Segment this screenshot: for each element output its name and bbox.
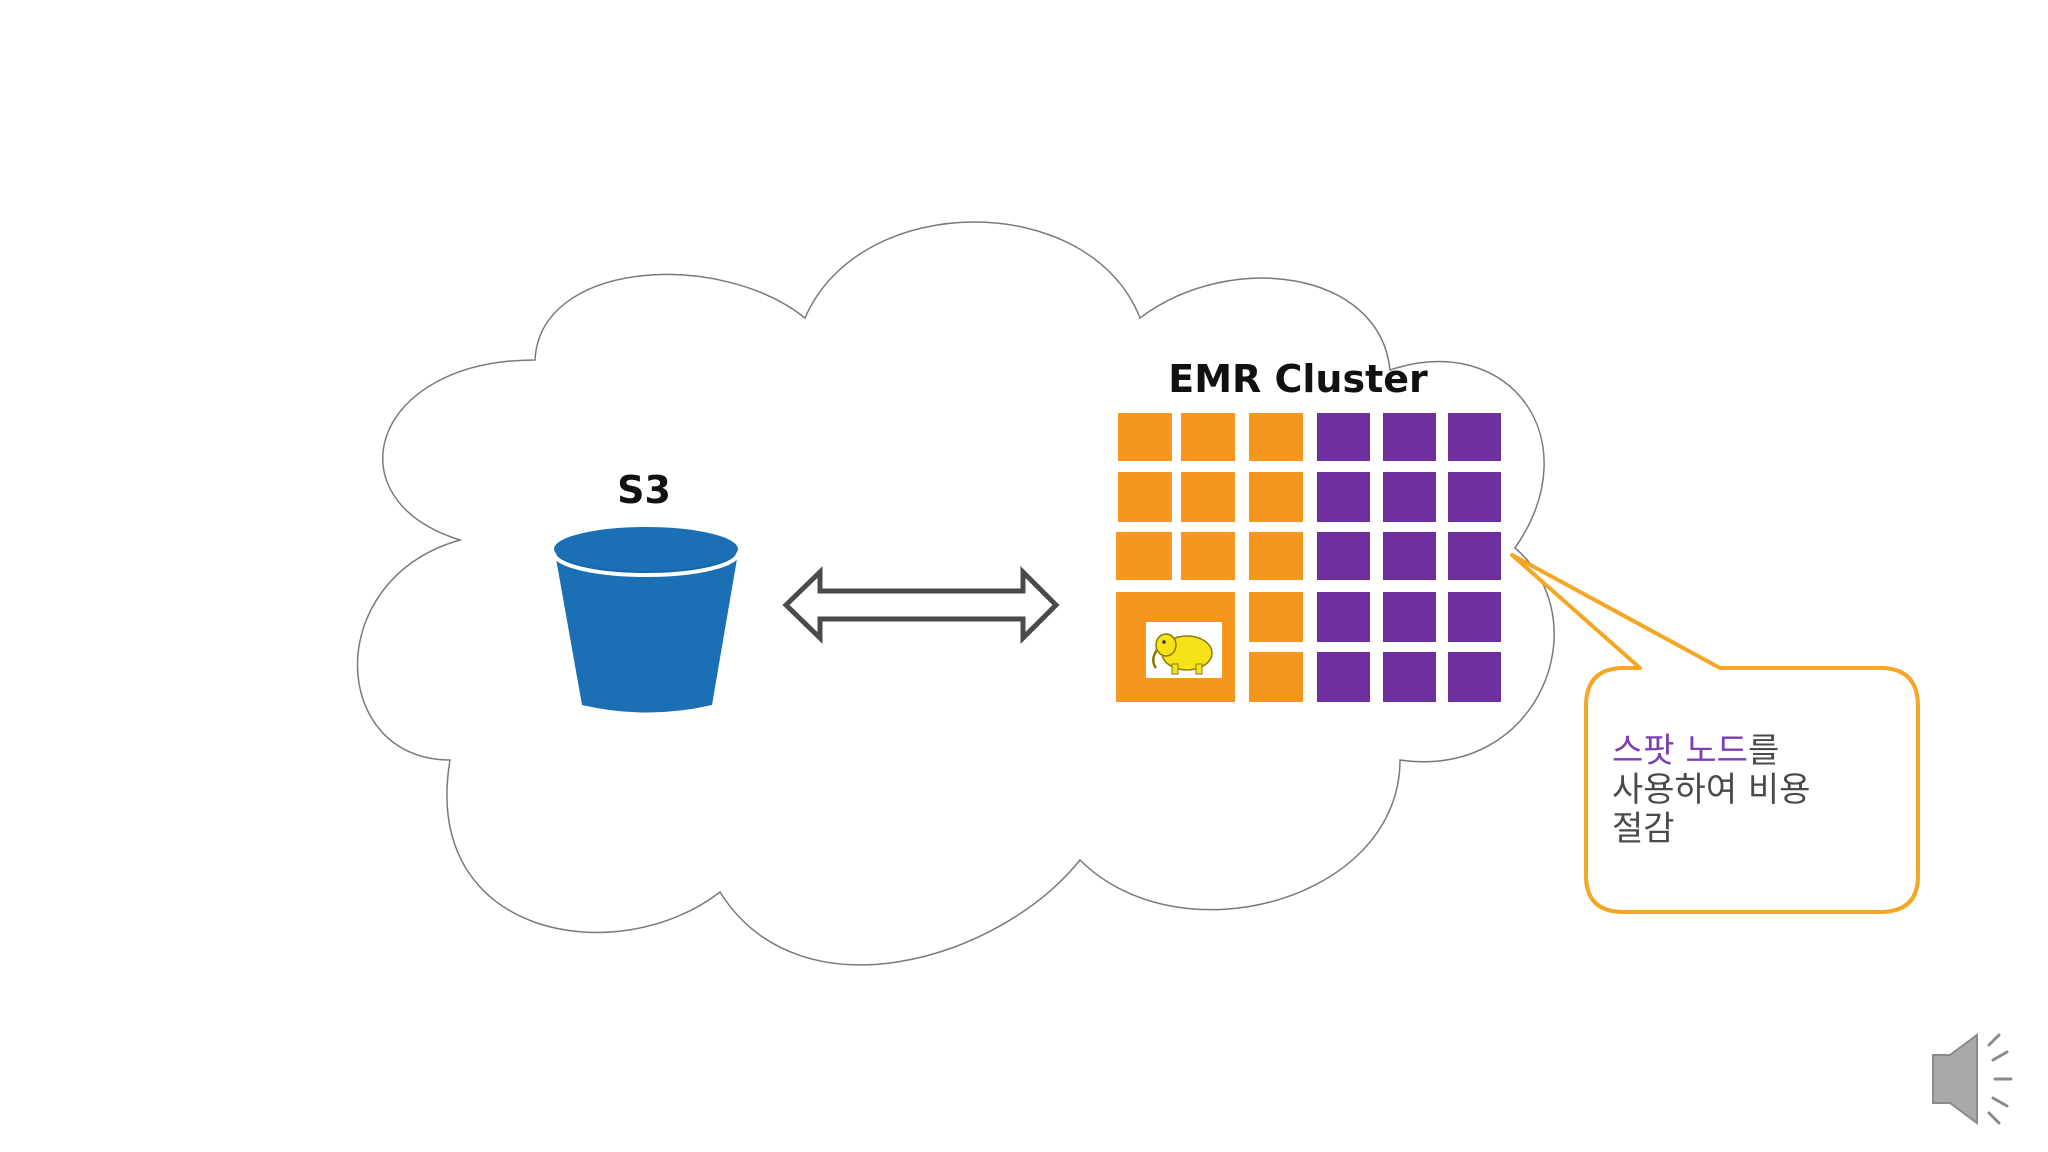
on-demand-node (1249, 472, 1303, 522)
spot-node (1383, 472, 1436, 522)
emr-cluster-grid (1116, 413, 1501, 702)
callout-accent-text: 스팟 노드 (1612, 731, 1748, 771)
spot-node (1383, 652, 1436, 702)
callout-line-1: 스팟 노드를 (1612, 731, 1779, 771)
s3-bucket-icon (552, 527, 740, 713)
on-demand-node (1249, 592, 1303, 642)
spot-node (1448, 592, 1501, 642)
emr-cluster-label: EMR Cluster (1168, 357, 1428, 401)
spot-node (1383, 592, 1436, 642)
double-arrow-icon (782, 565, 1060, 645)
hadoop-elephant-icon (1146, 622, 1222, 678)
on-demand-node (1118, 413, 1172, 461)
speaker-icon[interactable] (1932, 1033, 2013, 1125)
spot-node (1317, 592, 1370, 642)
spot-node (1317, 532, 1370, 580)
on-demand-node (1181, 472, 1235, 522)
spot-node (1317, 652, 1370, 702)
spot-node (1383, 413, 1436, 461)
callout-line-1-rest: 를 (1748, 731, 1779, 771)
spot-node (1383, 532, 1436, 580)
on-demand-node (1181, 413, 1235, 461)
callout-bubble (1510, 553, 1920, 914)
spot-node (1448, 532, 1501, 580)
on-demand-node (1116, 532, 1172, 580)
on-demand-node (1181, 532, 1235, 580)
callout-line-3: 절감 (1612, 809, 1675, 849)
s3-label: S3 (617, 468, 671, 512)
spot-node (1448, 652, 1501, 702)
on-demand-node (1118, 472, 1172, 522)
callout-line-2: 사용하여 비용 (1612, 770, 1811, 810)
on-demand-node (1249, 652, 1303, 702)
on-demand-node (1249, 413, 1303, 461)
spot-node (1317, 413, 1370, 461)
on-demand-node (1249, 532, 1303, 580)
spot-node (1448, 472, 1501, 522)
spot-node (1317, 472, 1370, 522)
spot-node (1448, 413, 1501, 461)
